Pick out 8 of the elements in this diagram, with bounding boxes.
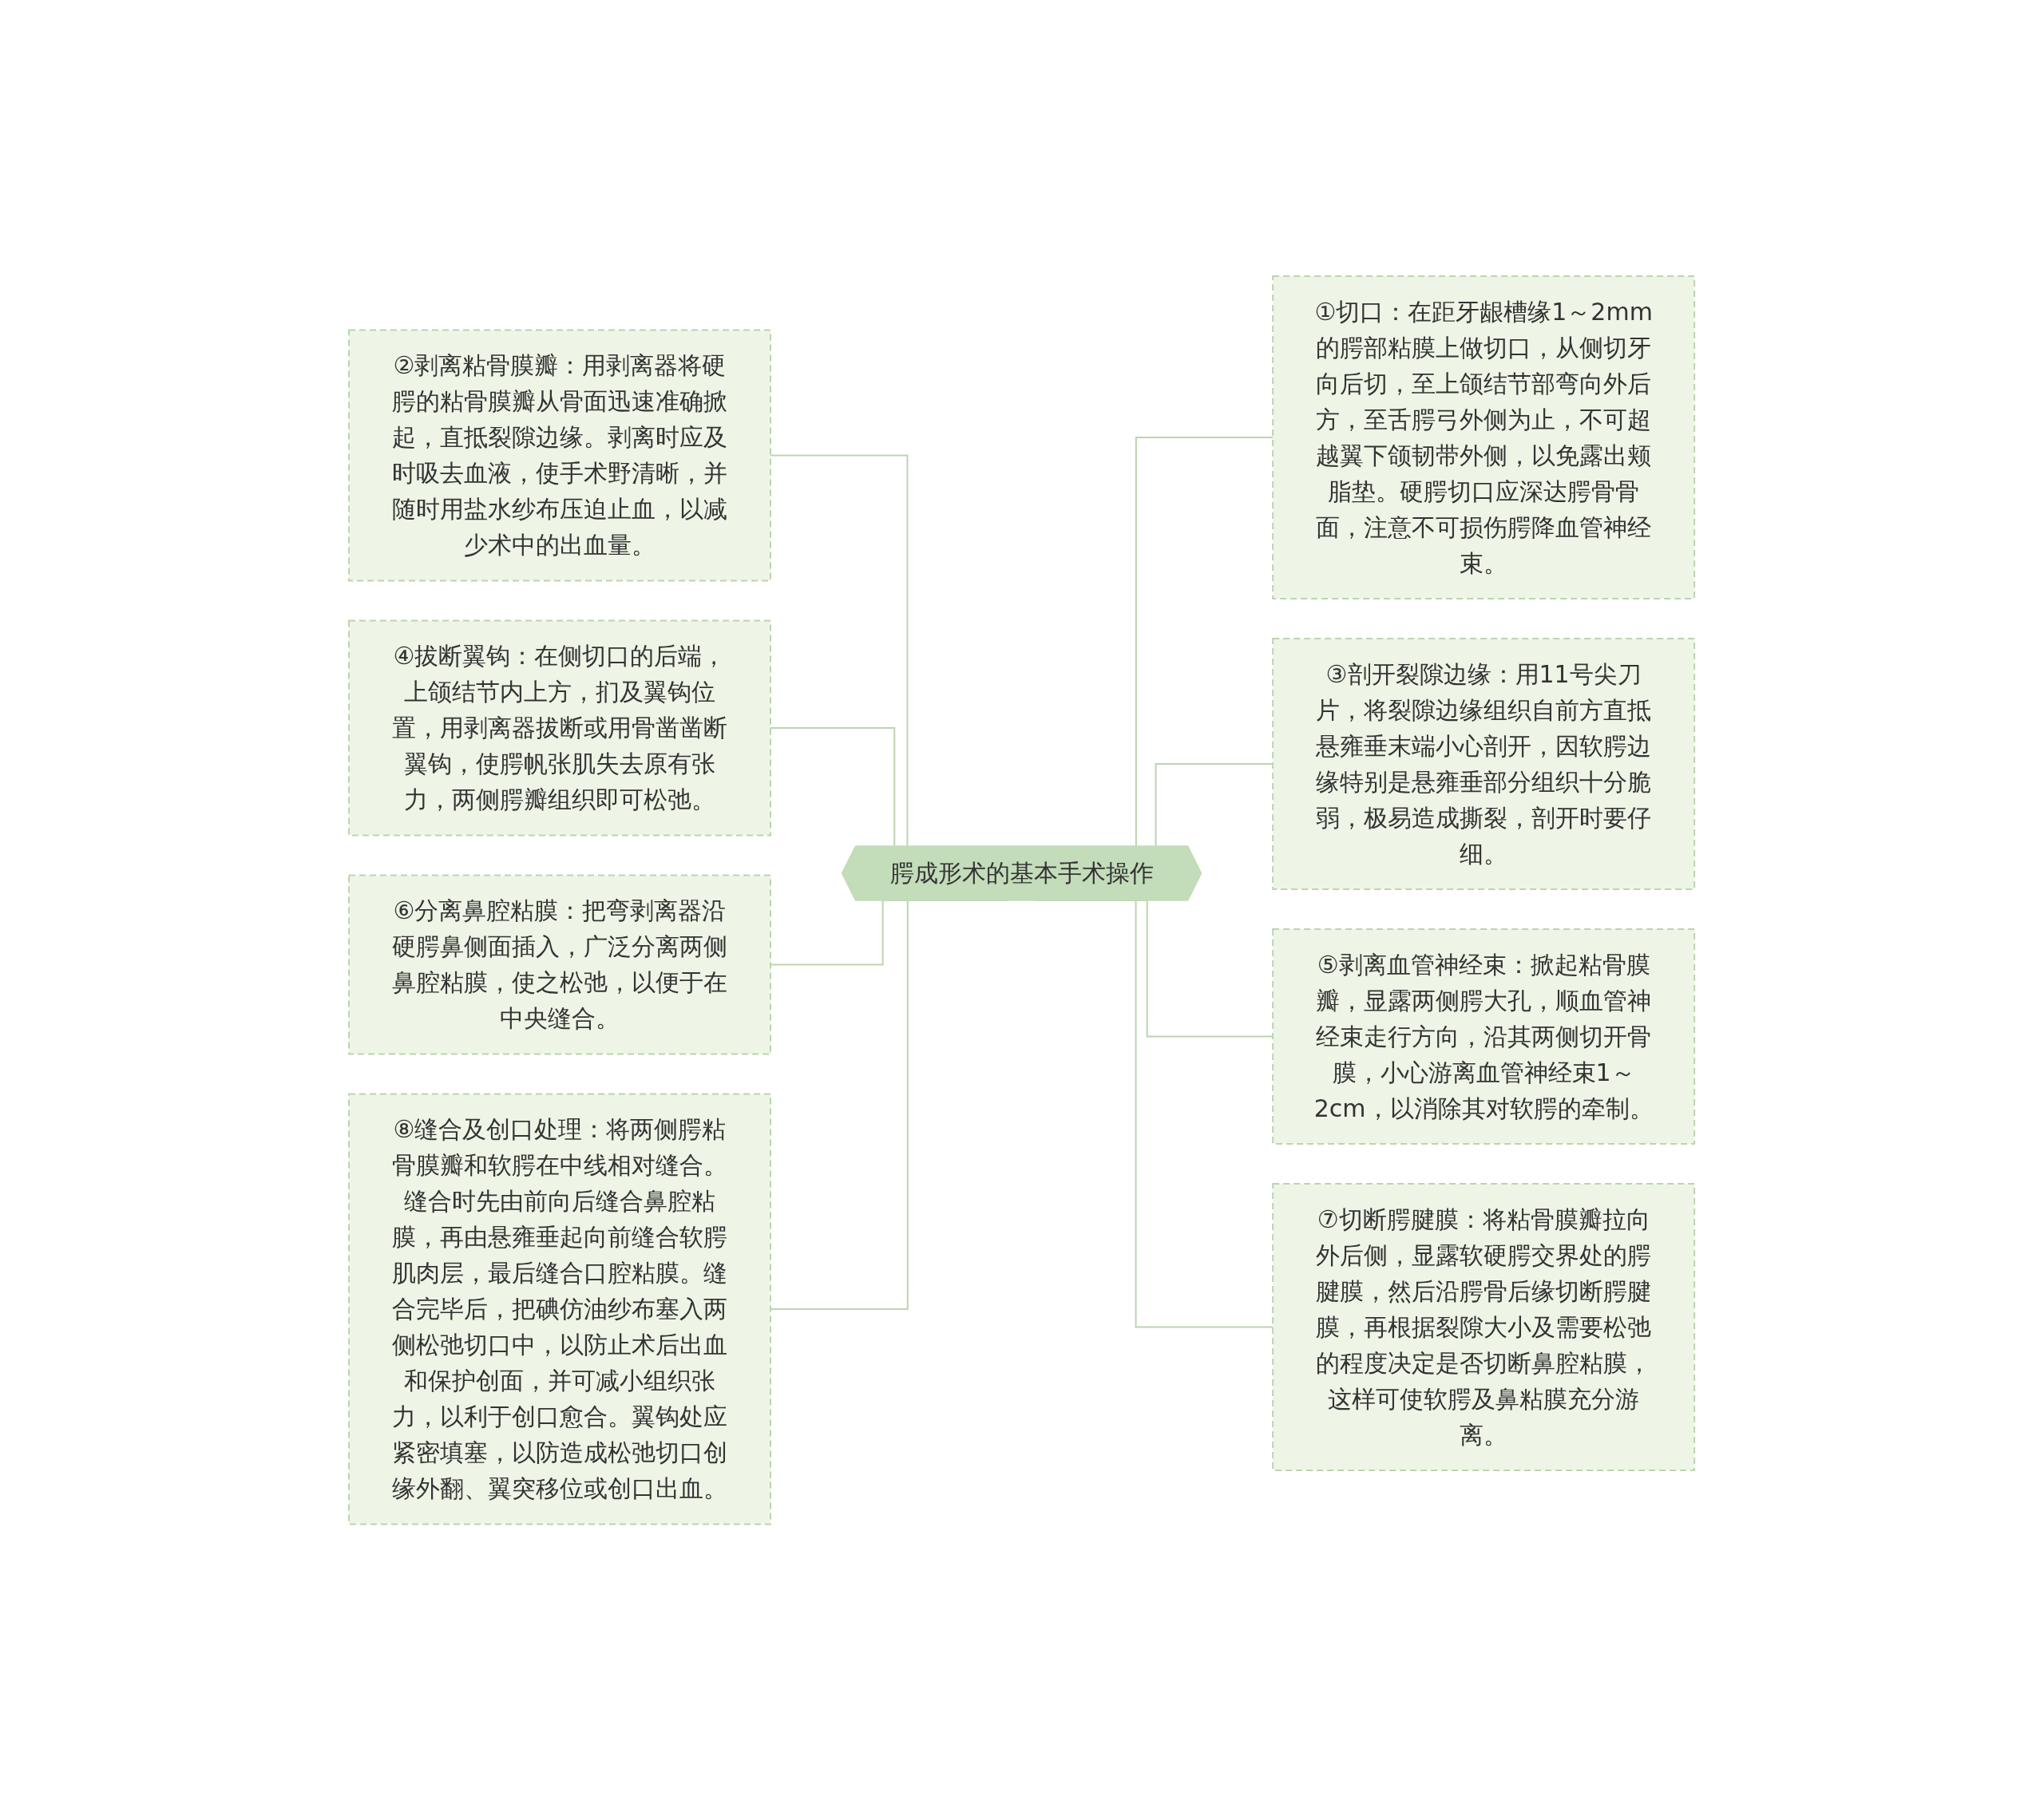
node-box: ⑤剥离血管神经束：掀起粘骨膜瓣，显露两侧腭大孔，顺血管神经束走行方向，沿其两侧切开骨膜，小心游离血管神经束1～2cm，以消除其对软腭的牵制。 [1272, 928, 1696, 1145]
node-box: ②剥离粘骨膜瓣：用剥离器将硬腭的粘骨膜瓣从骨面迅速准确掀起，直抵裂隙边缘。剥离时应及时吸去血液，使手术野清晰，并随时用盐水纱布压迫止血，以减少术中的出血量。 [348, 329, 772, 582]
node-box: ①切口：在距牙龈槽缘1～2mm的腭部粘膜上做切口，从侧切牙向后切，至上颌结节部弯向外后方，至舌腭弓外侧为止，不可超越翼下颌韧带外侧，以免露出颊脂垫。硬腭切口应深达腭骨骨面，注意不可损伤腭降血管神经束。 [1272, 275, 1696, 599]
node-box: ③剖开裂隙边缘：用11号尖刀片，将裂隙边缘组织自前方直抵悬雍垂末端小心剖开，因软腭边缘特别是悬雍垂部分组织十分脆弱，极易造成撕裂，剖开时要仔细。 [1272, 637, 1696, 890]
node-box: ⑦切断腭腱膜：将粘骨膜瓣拉向外后侧，显露软硬腭交界处的腭腱膜，然后沿腭骨后缘切断腭腱膜，再根据裂隙大小及需要松弛的程度决定是否切断鼻腔粘膜，这样可使软腭及鼻粘膜充分游离。 [1272, 1182, 1696, 1471]
node-box: ⑥分离鼻腔粘膜：把弯剥离器沿硬腭鼻侧面插入，广泛分离两侧鼻腔粘膜，使之松弛，以便于在中央缝合。 [348, 874, 772, 1055]
node-box: ⑧缝合及创口处理：将两侧腭粘骨膜瓣和软腭在中线相对缝合。缝合时先由前向后缝合鼻腔粘膜，再由悬雍垂起向前缝合软腭肌肉层，最后缝合口腔粘膜。缝合完毕后，把碘仿油纱布塞入两侧松弛切口中，以防止术后出血和保护创面，并可减小组织张力，以利于创口愈合。翼钩处应紧密填塞，以防造成松弛切口创缘外翻、翼突移位或创口出血。 [348, 1093, 772, 1525]
node-box: ④拔断翼钩：在侧切口的后端，上颌结节内上方，扪及翼钩位置，用剥离器拔断或用骨凿凿断翼钩，使腭帆张肌失去原有张力，两侧腭瓣组织即可松弛。 [348, 619, 772, 837]
